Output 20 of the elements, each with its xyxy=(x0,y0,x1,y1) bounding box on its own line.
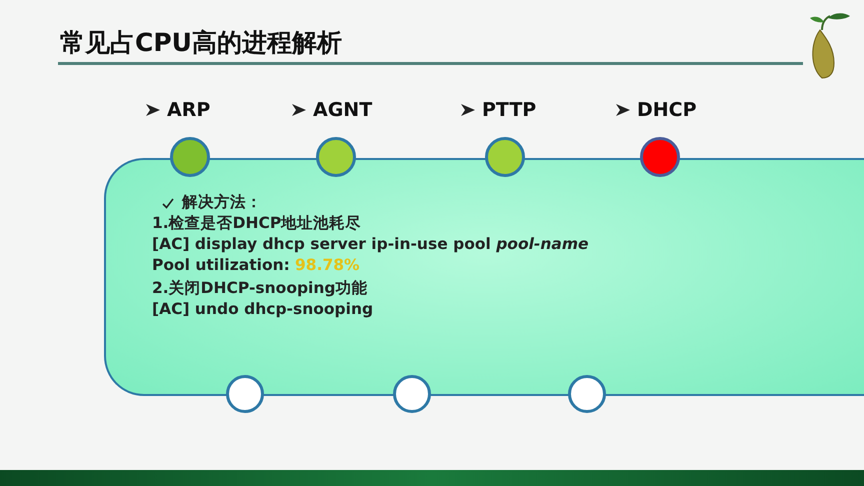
marker-circle xyxy=(485,137,525,177)
slide-title: 常见占CPU高的进程解析 xyxy=(60,27,342,59)
solution-panel xyxy=(104,158,864,396)
marker-circle xyxy=(393,375,431,413)
process-label: AGNT xyxy=(313,99,372,121)
process-label: ARP xyxy=(167,99,210,121)
process-label: DHCP xyxy=(637,99,697,121)
panel-text: Pool utilization: xyxy=(152,256,290,274)
marker-circle xyxy=(640,137,680,177)
panel-text: 2.关闭DHCP-snooping功能 xyxy=(152,278,368,299)
panel-text: [AC] display dhcp server ip-in-use pool pool-name xyxy=(152,235,588,253)
process-label: PTTP xyxy=(482,99,536,121)
marker-circle xyxy=(316,137,356,177)
panel-text: 解决方法： xyxy=(182,192,262,213)
panel-text: 1.检查是否DHCP地址池耗尽 xyxy=(152,213,362,234)
marker-circle xyxy=(170,137,210,177)
panel-text: [AC] undo dhcp-snooping xyxy=(152,300,374,318)
marker-circle xyxy=(226,375,264,413)
marker-circle xyxy=(568,375,606,413)
value-text: 98.78% xyxy=(295,256,360,274)
